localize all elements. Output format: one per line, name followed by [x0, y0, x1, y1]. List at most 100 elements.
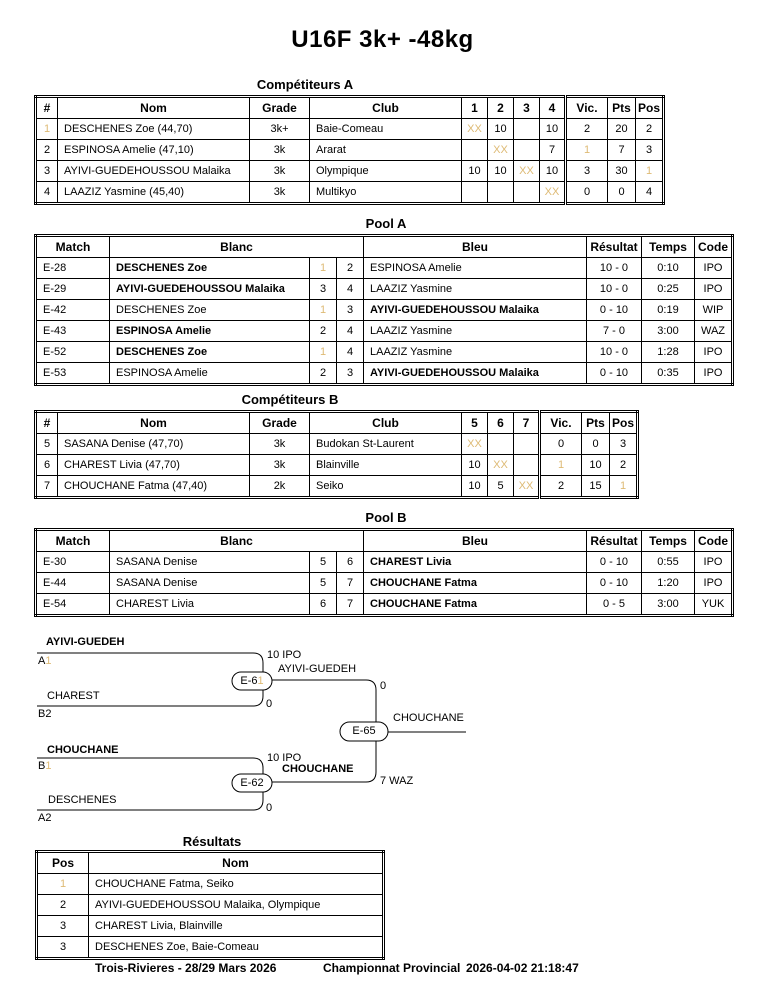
table-cell: 0:10	[641, 257, 695, 279]
table-cell: XX	[487, 139, 514, 161]
match-code: E-62	[240, 777, 264, 789]
footer-event: Championnat Provincial	[323, 961, 461, 975]
table-cell: XX	[461, 433, 488, 455]
table-cell: 10	[461, 454, 488, 476]
table-cell: 2	[309, 320, 337, 342]
table-cell	[513, 139, 540, 161]
bracket-champion-name: CHOUCHANE	[393, 712, 464, 724]
table-cell: 2	[36, 894, 89, 916]
table-cell: IPO	[694, 572, 733, 594]
table-cell: 1	[609, 475, 638, 498]
column-header: Grade	[249, 96, 310, 119]
table-cell: ESPINOSA Amelie	[363, 257, 587, 279]
table-cell: DESCHENES Zoe, Baie-Comeau	[88, 936, 384, 959]
bracket-entry-a1-name: AYIVI-GUEDEH	[46, 636, 125, 648]
table-cell: 7	[336, 593, 364, 616]
table-cell: E-30	[35, 551, 110, 573]
table-cell: CHAREST Livia, Blainville	[88, 915, 384, 937]
table-cell: 1	[309, 299, 337, 321]
table-cell: AYIVI-GUEDEHOUSSOU Malaika	[363, 299, 587, 321]
column-header: Club	[309, 96, 462, 119]
table-cell: 10 - 0	[586, 257, 642, 279]
table-cell	[487, 433, 514, 455]
table-cell: WAZ	[694, 320, 733, 342]
table-cell: IPO	[694, 551, 733, 573]
table-cell: DESCHENES Zoe	[109, 341, 310, 363]
bracket-score-a1: 10 IPO	[267, 649, 302, 661]
table-cell: LAAZIZ Yasmine	[363, 278, 587, 300]
table-cell	[461, 181, 488, 204]
table-cell: 0:35	[641, 362, 695, 385]
column-header: Pts	[607, 96, 636, 119]
table-cell: 3	[36, 936, 89, 959]
table-cell: 4	[336, 320, 364, 342]
table-cell: LAAZIZ Yasmine	[363, 341, 587, 363]
bracket-seed-a2: A2	[38, 812, 51, 824]
table-cell: 2	[538, 475, 582, 498]
table-cell: 7 - 0	[586, 320, 642, 342]
bracket-line-entry-a1	[37, 652, 264, 672]
bracket-winner-e62-score: 7 WAZ	[380, 775, 414, 787]
table-cell: 1:20	[641, 572, 695, 594]
table-cell: 6	[35, 454, 58, 476]
table-cell: 10 - 0	[586, 341, 642, 363]
column-header: Match	[35, 529, 110, 552]
table-cell: 1	[564, 139, 608, 161]
table-cell: 10	[539, 118, 566, 140]
table-cell: 1	[309, 341, 337, 363]
bracket-winner-e61-name: AYIVI-GUEDEH	[278, 663, 357, 675]
table-cell: AYIVI-GUEDEHOUSSOU Malaika	[109, 278, 310, 300]
table-cell: ESPINOSA Amelie (47,10)	[57, 139, 250, 161]
table-cell: 0 - 10	[586, 551, 642, 573]
column-header: Pts	[581, 411, 610, 434]
column-header: Match	[35, 235, 110, 258]
table-cell: 3	[36, 915, 89, 937]
table-cell: 2	[635, 118, 664, 140]
table-cell: 0:55	[641, 551, 695, 573]
table-cell: 1	[35, 118, 58, 140]
match-code-gold: 1	[257, 675, 264, 687]
table-cell: 3k	[249, 433, 310, 455]
table-cell: 10	[487, 118, 514, 140]
table-cell: 4	[35, 181, 58, 204]
table-cell: 2	[336, 257, 364, 279]
column-header: 5	[461, 411, 488, 434]
table-cell: CHOUCHANE Fatma (47,40)	[57, 475, 250, 498]
table-cell: 0:19	[641, 299, 695, 321]
column-header: 6	[487, 411, 514, 434]
table-cell: 0 - 10	[586, 362, 642, 385]
footer-generated-timestamp: 2026-04-02 21:18:47	[466, 961, 579, 975]
table-cell: 20	[607, 118, 636, 140]
column-header: Club	[309, 411, 462, 434]
table-cell: WIP	[694, 299, 733, 321]
column-header: Vic.	[538, 411, 582, 434]
table-cell: CHOUCHANE Fatma	[363, 593, 587, 616]
table-cell: ESPINOSA Amelie	[109, 320, 310, 342]
table-cell: 3	[35, 160, 58, 182]
table-cell: 2	[309, 362, 337, 385]
table-cell: E-52	[35, 341, 110, 363]
table-cell	[513, 433, 540, 455]
table-cell: 0 - 10	[586, 572, 642, 594]
table-cell: SASANA Denise (47,70)	[57, 433, 250, 455]
column-header: Temps	[641, 235, 695, 258]
bracket-entry-b2-name: CHAREST	[47, 690, 100, 702]
table-cell: E-44	[35, 572, 110, 594]
bracket-seed-a1: A1	[38, 655, 51, 667]
column-header: Pos	[36, 851, 89, 874]
table-cell: 4	[336, 341, 364, 363]
